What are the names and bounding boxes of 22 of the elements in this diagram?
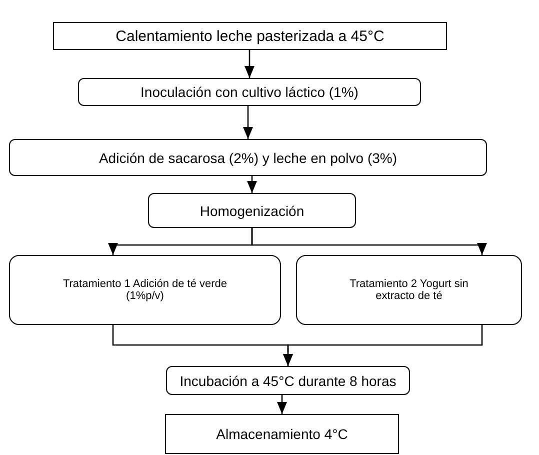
process-box (148, 193, 356, 228)
process-box (296, 255, 522, 325)
arrow (244, 50, 254, 78)
process-box (166, 366, 410, 395)
process-box (53, 22, 447, 50)
arrow (283, 325, 483, 366)
step-text: Tratamiento 2 Yogurt sin extracto de té (348, 278, 470, 302)
step-text: Adición de sacarosa (2%) y leche en polvo (3%) (98, 150, 398, 166)
process-box (9, 139, 487, 176)
arrow (247, 176, 257, 193)
process-box (78, 78, 421, 106)
process-box (9, 255, 281, 325)
process-box (165, 414, 399, 454)
step-text: Incubación a 45°C durante 8 horas (178, 372, 398, 388)
step-text: Homogenización (198, 202, 306, 218)
arrow (277, 395, 287, 414)
step-text: Tratamiento 1 Adición de té verde (1%p/v) (62, 278, 228, 302)
arrow (243, 106, 253, 139)
step-text: Calentamiento leche pasterizada a 45°C (114, 28, 386, 44)
step-text: Almacenamiento 4°C (215, 426, 349, 442)
step-text: Inoculación con cultivo láctico (1%) (140, 84, 360, 100)
arrow (251, 228, 487, 255)
